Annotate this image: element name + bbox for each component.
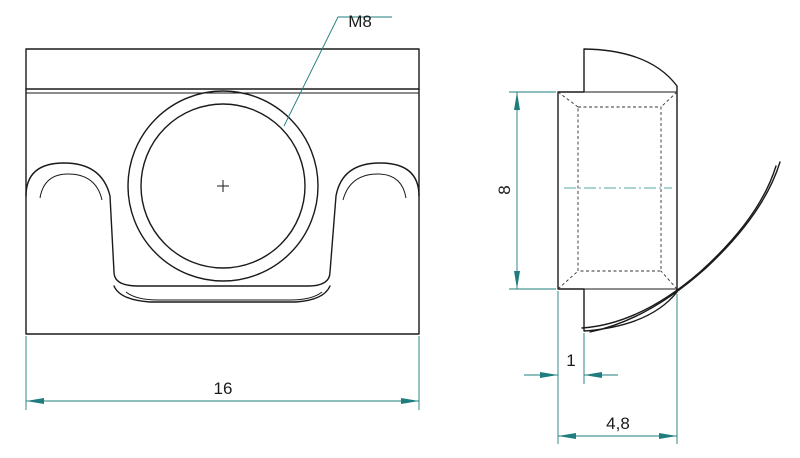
thread-outer-circle bbox=[127, 90, 319, 282]
thread-inner-circle bbox=[140, 103, 306, 269]
thread-label: M8 bbox=[348, 12, 372, 31]
hidden-chamfer-tl bbox=[557, 91, 579, 108]
dimension-height: 8 bbox=[495, 91, 556, 290]
bottom-chamfer-inner bbox=[125, 291, 323, 301]
depth-arrow-left bbox=[558, 433, 576, 439]
hidden-chamfer-bl bbox=[557, 270, 579, 290]
height-arrow-top bbox=[514, 92, 520, 110]
spring-clip-outer bbox=[581, 165, 777, 329]
dimension-width: 16 bbox=[25, 336, 420, 410]
slot-right-inner-edge bbox=[342, 173, 407, 201]
front-view: M8 bbox=[25, 12, 420, 335]
step-arrow-right bbox=[584, 372, 602, 378]
depth-arrow-right bbox=[659, 433, 677, 439]
step-dimension-label: 1 bbox=[566, 351, 575, 370]
thread-leader-line bbox=[283, 16, 392, 127]
depth-dimension-label: 4,8 bbox=[606, 414, 630, 433]
spring-clip-inner bbox=[589, 161, 781, 333]
hidden-chamfer-br bbox=[660, 270, 678, 290]
dimension-step: 1 bbox=[524, 291, 618, 444]
height-dimension-label: 8 bbox=[495, 185, 514, 194]
side-view bbox=[557, 48, 781, 333]
width-arrow-right bbox=[401, 398, 419, 404]
width-dimension-label: 16 bbox=[214, 379, 233, 398]
slot-left-inner-edge bbox=[39, 173, 103, 201]
hidden-thread-bore bbox=[577, 106, 662, 272]
width-arrow-left bbox=[26, 398, 44, 404]
bottom-chamfer bbox=[113, 285, 331, 303]
dimension-depth: 4,8 bbox=[558, 294, 678, 444]
hidden-chamfer-tr bbox=[660, 91, 678, 108]
height-arrow-bottom bbox=[514, 271, 520, 289]
slot-profile bbox=[25, 162, 420, 287]
step-arrow-left bbox=[540, 372, 558, 378]
